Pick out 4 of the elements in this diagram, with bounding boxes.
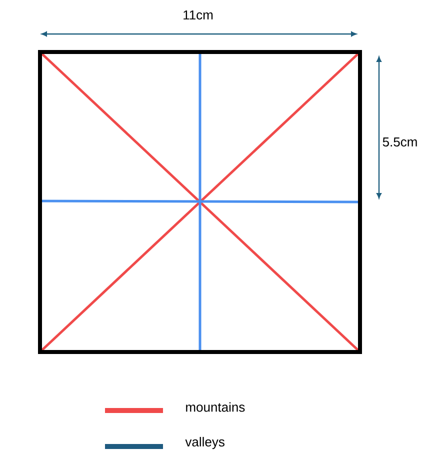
dimension-label: 11cm bbox=[184, 10, 213, 20]
legend-label: mountains bbox=[186, 402, 245, 412]
dimension-label: 5.5cm bbox=[382, 137, 417, 147]
legend-label: valleys bbox=[185, 436, 224, 450]
